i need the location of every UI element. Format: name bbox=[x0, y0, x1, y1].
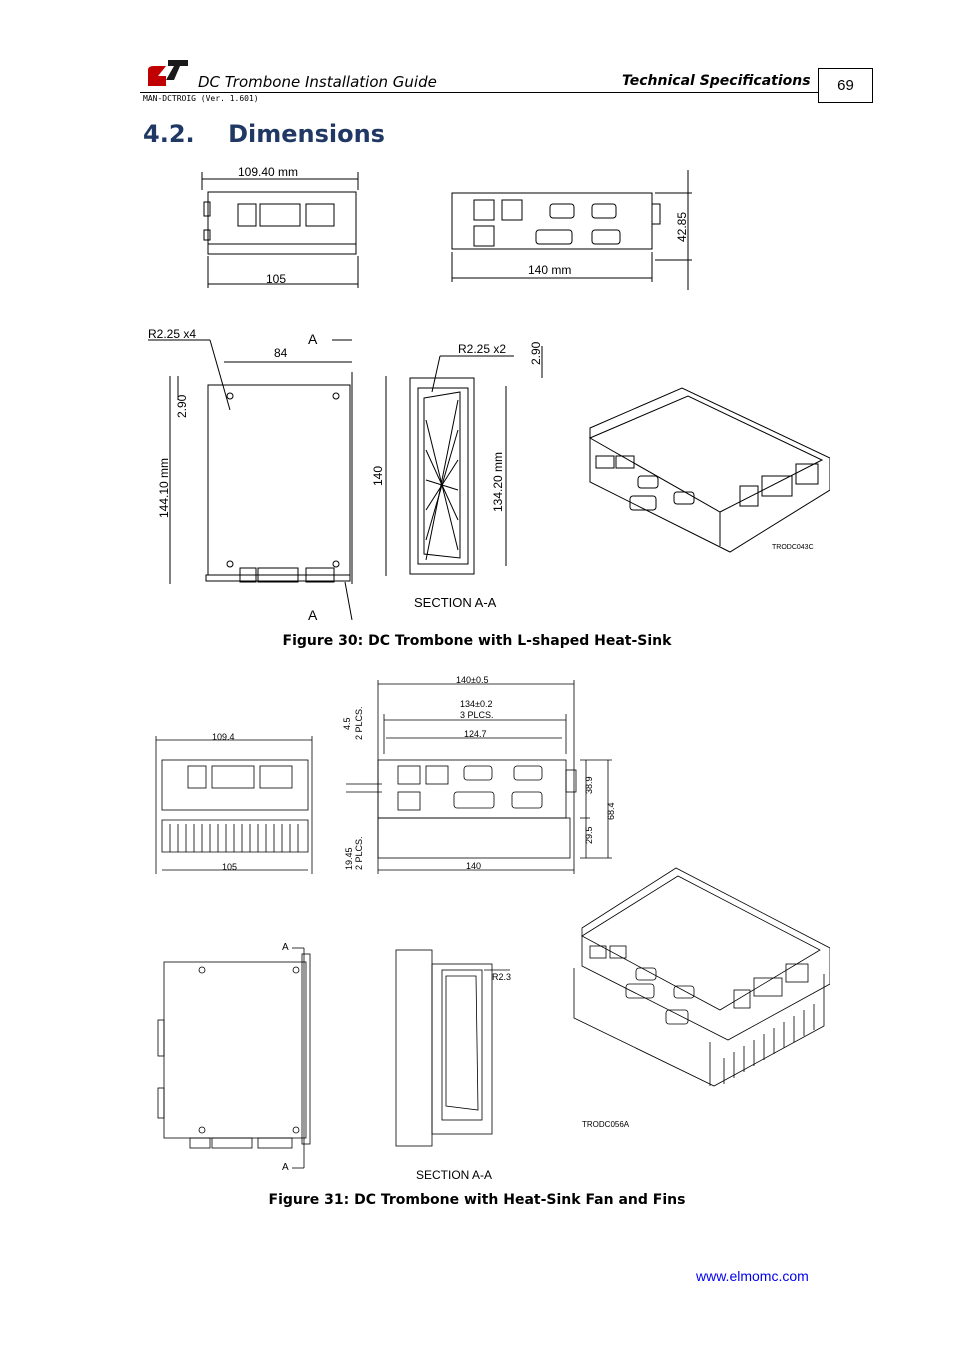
figure-30-drawing: 109.40 mm 105 140 mm 42.85 R2.25 x4 84 A… bbox=[148, 165, 830, 620]
section-marker-a-top-31: A bbox=[282, 942, 289, 953]
dim-109-40: 109.40 mm bbox=[238, 165, 298, 179]
dim-4-5: 4.5 bbox=[342, 717, 352, 730]
front-view-top bbox=[451, 170, 692, 290]
dim-2-plcs-b: 2 PLCS. bbox=[354, 836, 364, 870]
dim-124-7: 124.7 bbox=[464, 729, 487, 739]
top-view bbox=[148, 339, 387, 620]
dim-140mm: 140 mm bbox=[528, 263, 571, 277]
dim-105-b: 105 bbox=[222, 862, 237, 872]
top-view-fins bbox=[157, 947, 311, 1169]
dim-r225-x4: R2.25 x4 bbox=[148, 327, 196, 341]
section-view bbox=[409, 346, 543, 575]
dim-42-85: 42.85 bbox=[675, 212, 689, 242]
section-view-fins bbox=[395, 949, 510, 1147]
dim-3-plcs: 3 PLCS. bbox=[460, 710, 494, 720]
dim-r225-x2: R2.25 x2 bbox=[458, 342, 506, 356]
document-title: DC Trombone Installation Guide bbox=[198, 73, 437, 91]
side-view-fins bbox=[155, 736, 313, 874]
section-title: Technical Specifications bbox=[622, 73, 811, 89]
section-heading-number: 4.2. bbox=[143, 120, 195, 148]
section-heading: 4.2. Dimensions bbox=[143, 120, 385, 148]
section-marker-a-top: A bbox=[308, 331, 318, 347]
dim-105: 105 bbox=[266, 272, 286, 286]
dim-2-90-b: 2.90 bbox=[529, 341, 543, 365]
dim-140-tol: 140±0.5 bbox=[456, 675, 488, 685]
elmo-logo bbox=[148, 60, 188, 86]
figure-31-caption: Figure 31: DC Trombone with Heat-Sink Fa… bbox=[268, 1192, 686, 1208]
document-version: MAN-DCTROIG (Ver. 1.601) bbox=[143, 94, 259, 103]
section-marker-a-bottom-31: A bbox=[282, 1162, 289, 1173]
section-marker-a-bottom: A bbox=[308, 607, 318, 620]
dim-2-90: 2.90 bbox=[175, 394, 189, 418]
figure-30-caption: Figure 30: DC Trombone with L-shaped Hea… bbox=[282, 633, 672, 649]
dim-140-b: 140 bbox=[466, 861, 481, 871]
dim-134-tol: 134±0.2 bbox=[460, 699, 492, 709]
dim-134-20: 134.20 mm bbox=[491, 452, 505, 512]
dim-144-10: 144.10 mm bbox=[157, 458, 171, 518]
dim-38-9: 38.9 bbox=[584, 776, 594, 794]
header-rule bbox=[140, 92, 818, 93]
section-heading-text: Dimensions bbox=[228, 120, 385, 148]
dim-109-4: 109.4 bbox=[212, 732, 235, 742]
dim-68-4: 68.4 bbox=[606, 802, 616, 820]
dim-2-plcs-a: 2 PLCS. bbox=[354, 706, 364, 740]
figure-31-drawing: 109.4 105 140±0.5 134±0.2 3 PLCS. 124.7 … bbox=[155, 675, 830, 1182]
drawing-code: TRODC043C bbox=[772, 544, 814, 551]
dim-r2-3: R2.3 bbox=[492, 972, 511, 982]
dim-19-45: 19.45 bbox=[344, 847, 354, 870]
dim-140: 140 bbox=[371, 466, 385, 486]
dim-29-5: 29.5 bbox=[584, 826, 594, 844]
isometric-view-fins bbox=[573, 867, 830, 1087]
drawing-code-31: TRODC056A bbox=[582, 1120, 630, 1129]
isometric-view bbox=[588, 387, 830, 553]
front-view-fins bbox=[346, 680, 612, 874]
dim-84: 84 bbox=[274, 346, 288, 360]
page-number: 69 bbox=[818, 68, 873, 103]
side-view-top bbox=[201, 172, 359, 288]
section-label: SECTION A-A bbox=[414, 595, 497, 610]
section-label-31: SECTION A-A bbox=[416, 1168, 492, 1182]
website-link[interactable]: www.elmomc.com bbox=[696, 1268, 809, 1284]
